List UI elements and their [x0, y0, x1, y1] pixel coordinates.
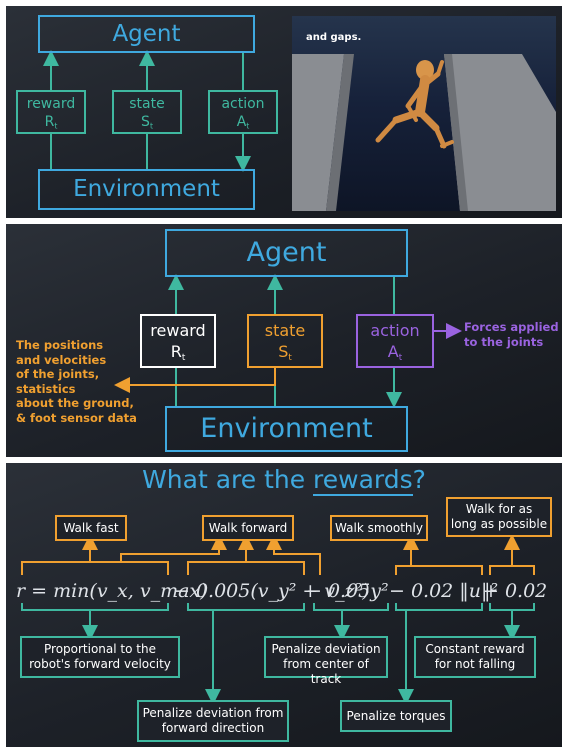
explain-constant-reward: Constant reward for not falling: [414, 636, 536, 678]
reward-formula-term-constant: + 0.02: [483, 580, 548, 602]
video-caption: and gaps.: [306, 32, 362, 43]
environment-label: Environment: [73, 176, 220, 202]
state-symbol: St: [278, 342, 292, 364]
reward-function-panel: What are the rewards?: [6, 463, 562, 747]
state-box: state St: [247, 314, 323, 368]
panel3-connectors: [21, 534, 535, 705]
action-symbol: At: [387, 342, 403, 364]
reward-formula-term-sideways: − 0.005(v_y² + v_z²): [174, 580, 370, 602]
reward-symbol: Rt: [44, 114, 58, 131]
action-box: action At: [356, 314, 434, 368]
agent-box: Agent: [38, 15, 255, 53]
agent-label: Agent: [112, 21, 181, 47]
humanoid-running-scene: [292, 54, 556, 211]
reward-label: reward: [26, 96, 76, 112]
reward-box: reward Rt: [16, 90, 86, 134]
humanoid-figure: [375, 60, 454, 149]
explain-center-track: Penalize deviation from center of track: [264, 636, 388, 686]
reward-formula-term-velocity: r = min(v_x, v_max): [16, 580, 208, 602]
panel1-arrows: [43, 50, 251, 172]
explain-torques: Penalize torques: [340, 700, 452, 732]
action-label: action: [221, 96, 265, 112]
state-label: state: [264, 321, 306, 340]
environment-box: Environment: [165, 406, 408, 452]
goal-walk-forward: Walk forward: [202, 515, 294, 541]
action-symbol: At: [236, 114, 250, 131]
agent-label: Agent: [246, 237, 327, 268]
action-label: action: [370, 321, 420, 340]
title-highlight: rewards: [313, 465, 413, 496]
panel2-arrows: [114, 274, 462, 408]
simulation-video-frame: and gaps.: [292, 16, 556, 211]
state-description-note: The positions and velocities of the join…: [16, 338, 137, 425]
environment-label: Environment: [200, 413, 373, 444]
reward-symbol: Rt: [170, 342, 186, 364]
state-box: state St: [112, 90, 182, 134]
reward-box: reward Rt: [140, 314, 216, 368]
rl-loop-panel-basic: Agent reward Rt state St action At Envir…: [6, 6, 562, 218]
reward-formula-term-torque: − 0.02 ‖u‖²: [389, 580, 499, 602]
agent-box: Agent: [165, 229, 408, 277]
action-description-note: Forces applied to the joints: [464, 320, 559, 349]
rl-loop-panel-annotated: Agent reward Rt state St action At Envir…: [6, 224, 562, 457]
explain-forward-velocity: Proportional to the robot's forward velo…: [20, 636, 180, 678]
state-label: state: [129, 96, 165, 112]
reward-formula-term-center: − 0.05y²: [306, 580, 389, 602]
panel-title: What are the rewards?: [142, 465, 426, 496]
goal-walk-smoothly: Walk smoothly: [330, 515, 428, 541]
explain-forward-direction: Penalize deviation from forward directio…: [137, 700, 289, 742]
goal-walk-long: Walk for as long as possible: [446, 497, 552, 537]
goal-walk-fast: Walk fast: [55, 515, 127, 541]
environment-box: Environment: [38, 169, 255, 210]
action-box: action At: [208, 90, 278, 134]
state-symbol: St: [141, 114, 153, 131]
reward-label: reward: [150, 321, 206, 340]
